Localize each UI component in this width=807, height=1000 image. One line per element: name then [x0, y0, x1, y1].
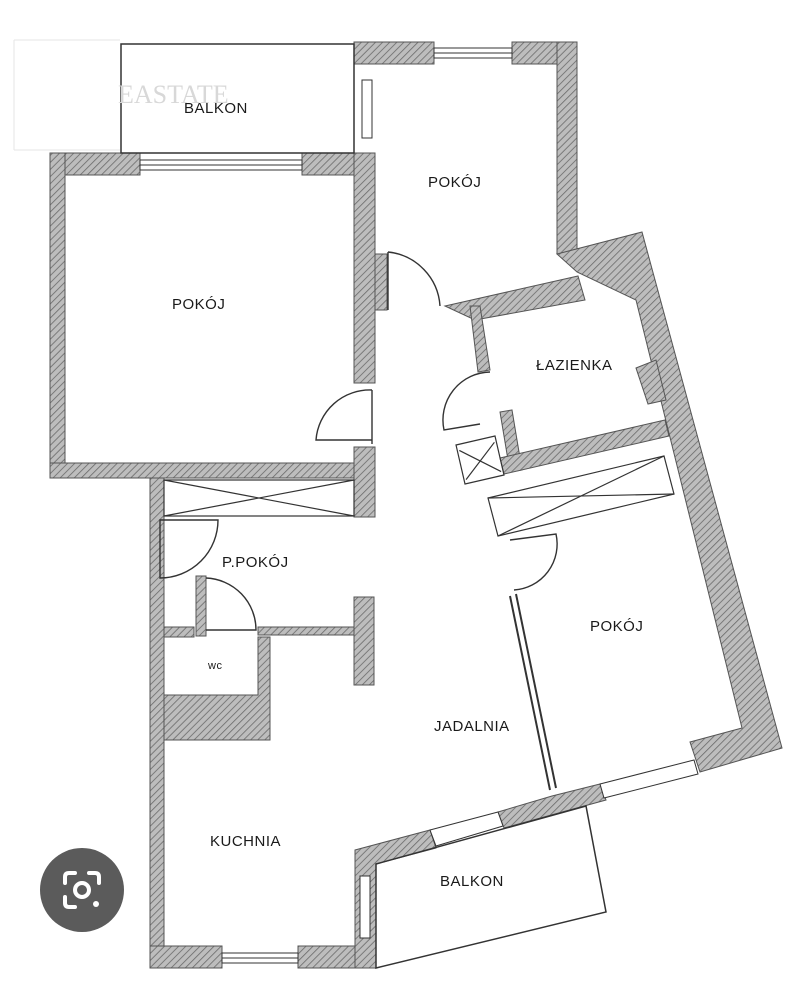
walls [49, 41, 783, 969]
room-label-kuchnia: KUCHNIA [210, 833, 281, 850]
window [599, 759, 699, 799]
wall [374, 253, 388, 311]
wall [555, 231, 783, 773]
wall [353, 41, 435, 65]
room-label-p-pokoj: P.POKÓJ [222, 554, 289, 571]
room-label-wc: wc [207, 660, 222, 672]
wall [353, 446, 376, 518]
window [361, 79, 373, 139]
wardrobes [163, 435, 675, 537]
wall [443, 275, 586, 321]
wall [353, 596, 375, 686]
wardrobe-cross [163, 479, 355, 517]
room-label-balkon-bottom: BALKON [440, 873, 504, 890]
wardrobe-hall [163, 479, 355, 517]
room-label-pokoj-right: POKÓJ [590, 618, 643, 635]
room-label-lazienka: ŁAZIENKA [536, 357, 613, 374]
door-pokoj-right [509, 533, 558, 591]
google-lens-button[interactable] [40, 848, 124, 932]
balcony-top-outline [120, 43, 355, 154]
wall [195, 575, 207, 637]
balcony-bottom-outline [375, 805, 607, 969]
room-label-balkon-top: BALKON [184, 100, 248, 117]
shaft [455, 435, 505, 485]
partitions [509, 593, 557, 791]
doors [159, 251, 558, 631]
door-pokoj-left [315, 389, 373, 444]
wall [149, 945, 223, 969]
wall [163, 626, 195, 638]
window [359, 875, 371, 939]
shaft-cross [465, 441, 495, 481]
window [429, 811, 504, 847]
balconies [120, 43, 607, 969]
wall [149, 477, 165, 969]
partition-line [515, 593, 557, 789]
labels: EASTATE BALKON POKÓJ POKÓJ ŁAZIENKA P.PO… [118, 80, 643, 890]
door-lazienka [442, 371, 491, 431]
wall [163, 636, 271, 741]
door-pokoj-top [387, 251, 441, 310]
wall [497, 783, 607, 829]
wardrobe-cross [497, 455, 665, 537]
wall [49, 462, 376, 479]
wall [635, 359, 667, 405]
windows [139, 47, 699, 964]
door-wc [205, 577, 257, 631]
room-label-jadalnia: JADALNIA [434, 718, 510, 735]
door-p-pokoj [159, 519, 219, 579]
wall [257, 626, 355, 636]
wall [469, 305, 491, 373]
wall [353, 152, 376, 384]
google-lens-icon [63, 871, 101, 909]
wall [49, 152, 66, 479]
wall [556, 41, 578, 255]
partition-line [509, 595, 551, 791]
room-label-pokoj-top: POKÓJ [428, 174, 481, 191]
room-label-pokoj-left: POKÓJ [172, 296, 225, 313]
watermark-text: EASTATE [118, 80, 229, 109]
